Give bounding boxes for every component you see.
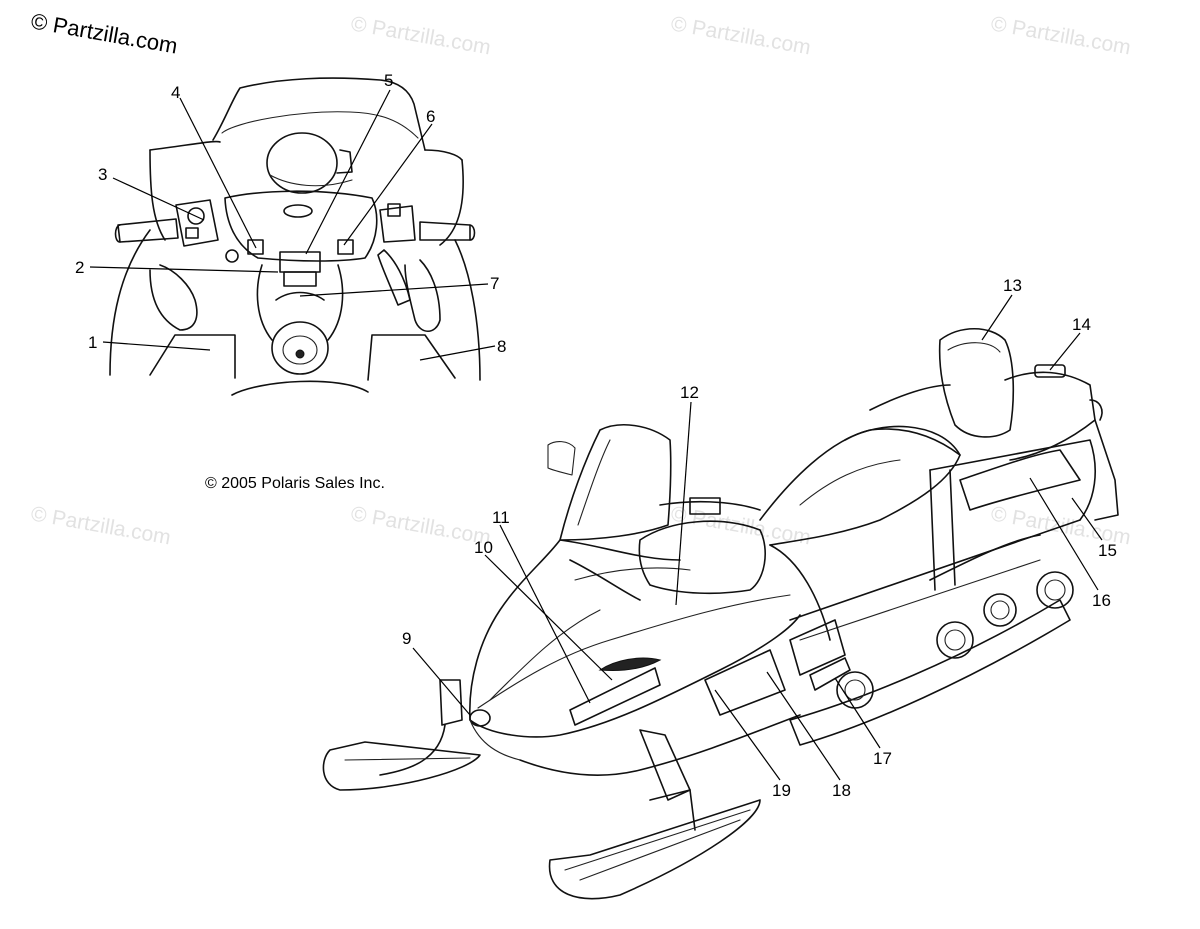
- callout-2: 2: [75, 258, 84, 277]
- callout-17: 17: [873, 749, 892, 768]
- callout-13: 13: [1003, 276, 1022, 295]
- copyright-text: © 2005 Polaris Sales Inc.: [205, 475, 385, 492]
- watermark-top-2: © Partzilla.com: [669, 12, 812, 59]
- callout-11: 11: [492, 508, 510, 527]
- callout-18: 18: [832, 781, 851, 800]
- watermark-mid-1: © Partzilla.com: [29, 502, 172, 549]
- callout-14: 14: [1072, 315, 1091, 334]
- watermark-top-3: © Partzilla.com: [989, 12, 1132, 59]
- callout-16: 16: [1092, 591, 1111, 610]
- faint-watermarks: © Partzilla.com © Partzilla.com © Partzi…: [29, 12, 1132, 549]
- watermark-primary: © Partzilla.com: [29, 8, 179, 58]
- leader-lines: [89, 89, 1103, 781]
- callout-numbers: 1 2 3 4 5 6 7 8 9 10 11 12 13 14 15 16 1…: [75, 71, 1117, 800]
- watermark-top-1: © Partzilla.com: [349, 12, 492, 59]
- callout-19: 19: [772, 781, 791, 800]
- callout-7: 7: [490, 274, 499, 293]
- bogie-wheels: [836, 571, 1074, 709]
- callout-5: 5: [384, 71, 393, 90]
- callout-8: 8: [497, 337, 506, 356]
- watermark-mid-2: © Partzilla.com: [349, 502, 492, 549]
- callout-15: 15: [1098, 541, 1117, 560]
- callout-9: 9: [402, 629, 411, 648]
- callout-4: 4: [171, 83, 180, 102]
- callout-3: 3: [98, 165, 107, 184]
- dash-detail-drawing: [109, 77, 481, 396]
- callout-12: 12: [680, 383, 699, 402]
- callout-1: 1: [88, 333, 97, 352]
- callout-6: 6: [426, 107, 435, 126]
- snowmobile-drawing: [322, 328, 1119, 900]
- callout-10: 10: [474, 538, 493, 557]
